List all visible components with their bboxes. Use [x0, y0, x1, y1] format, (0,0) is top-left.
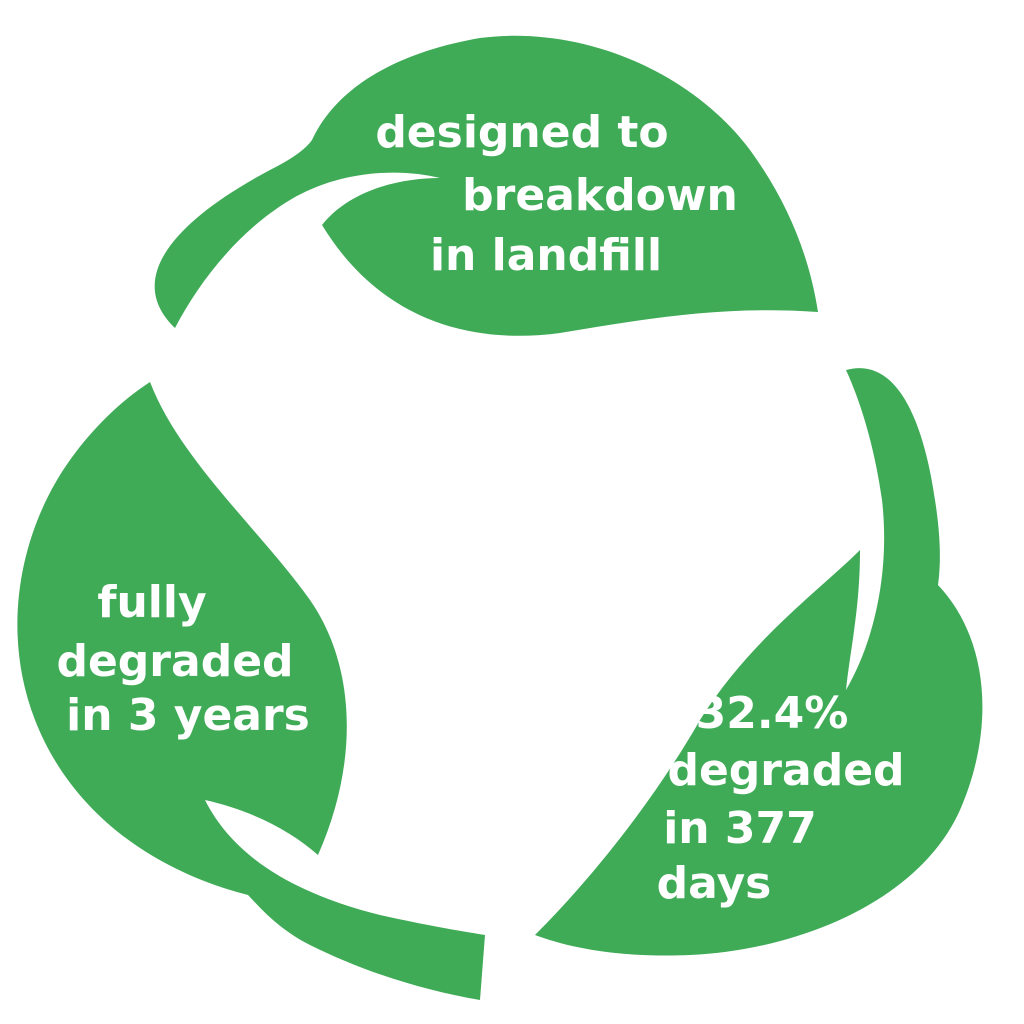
top-leaf-line-2: breakdown	[462, 170, 738, 221]
top-leaf-line-3: in landfill	[430, 230, 662, 281]
right-leaf-shape	[535, 368, 983, 956]
right-leaf-line-4: days	[657, 858, 772, 909]
right-leaf-line-3: in 377	[663, 803, 817, 854]
top-leaf: designed to breakdown in landfill	[154, 35, 818, 336]
right-leaf-line-2: degraded	[667, 745, 904, 796]
top-leaf-line-1: designed to	[375, 107, 668, 158]
left-leaf-line-3: in 3 years	[66, 690, 310, 741]
top-leaf-shape	[154, 35, 818, 336]
left-leaf: fully degraded in 3 years	[17, 382, 486, 1000]
left-leaf-line-2: degraded	[56, 636, 293, 687]
right-leaf-line-1: 32.4%	[696, 688, 849, 739]
left-leaf-shape	[17, 382, 486, 1000]
right-leaf: 32.4% degraded in 377 days	[535, 368, 983, 956]
left-leaf-line-1: fully	[97, 577, 206, 628]
